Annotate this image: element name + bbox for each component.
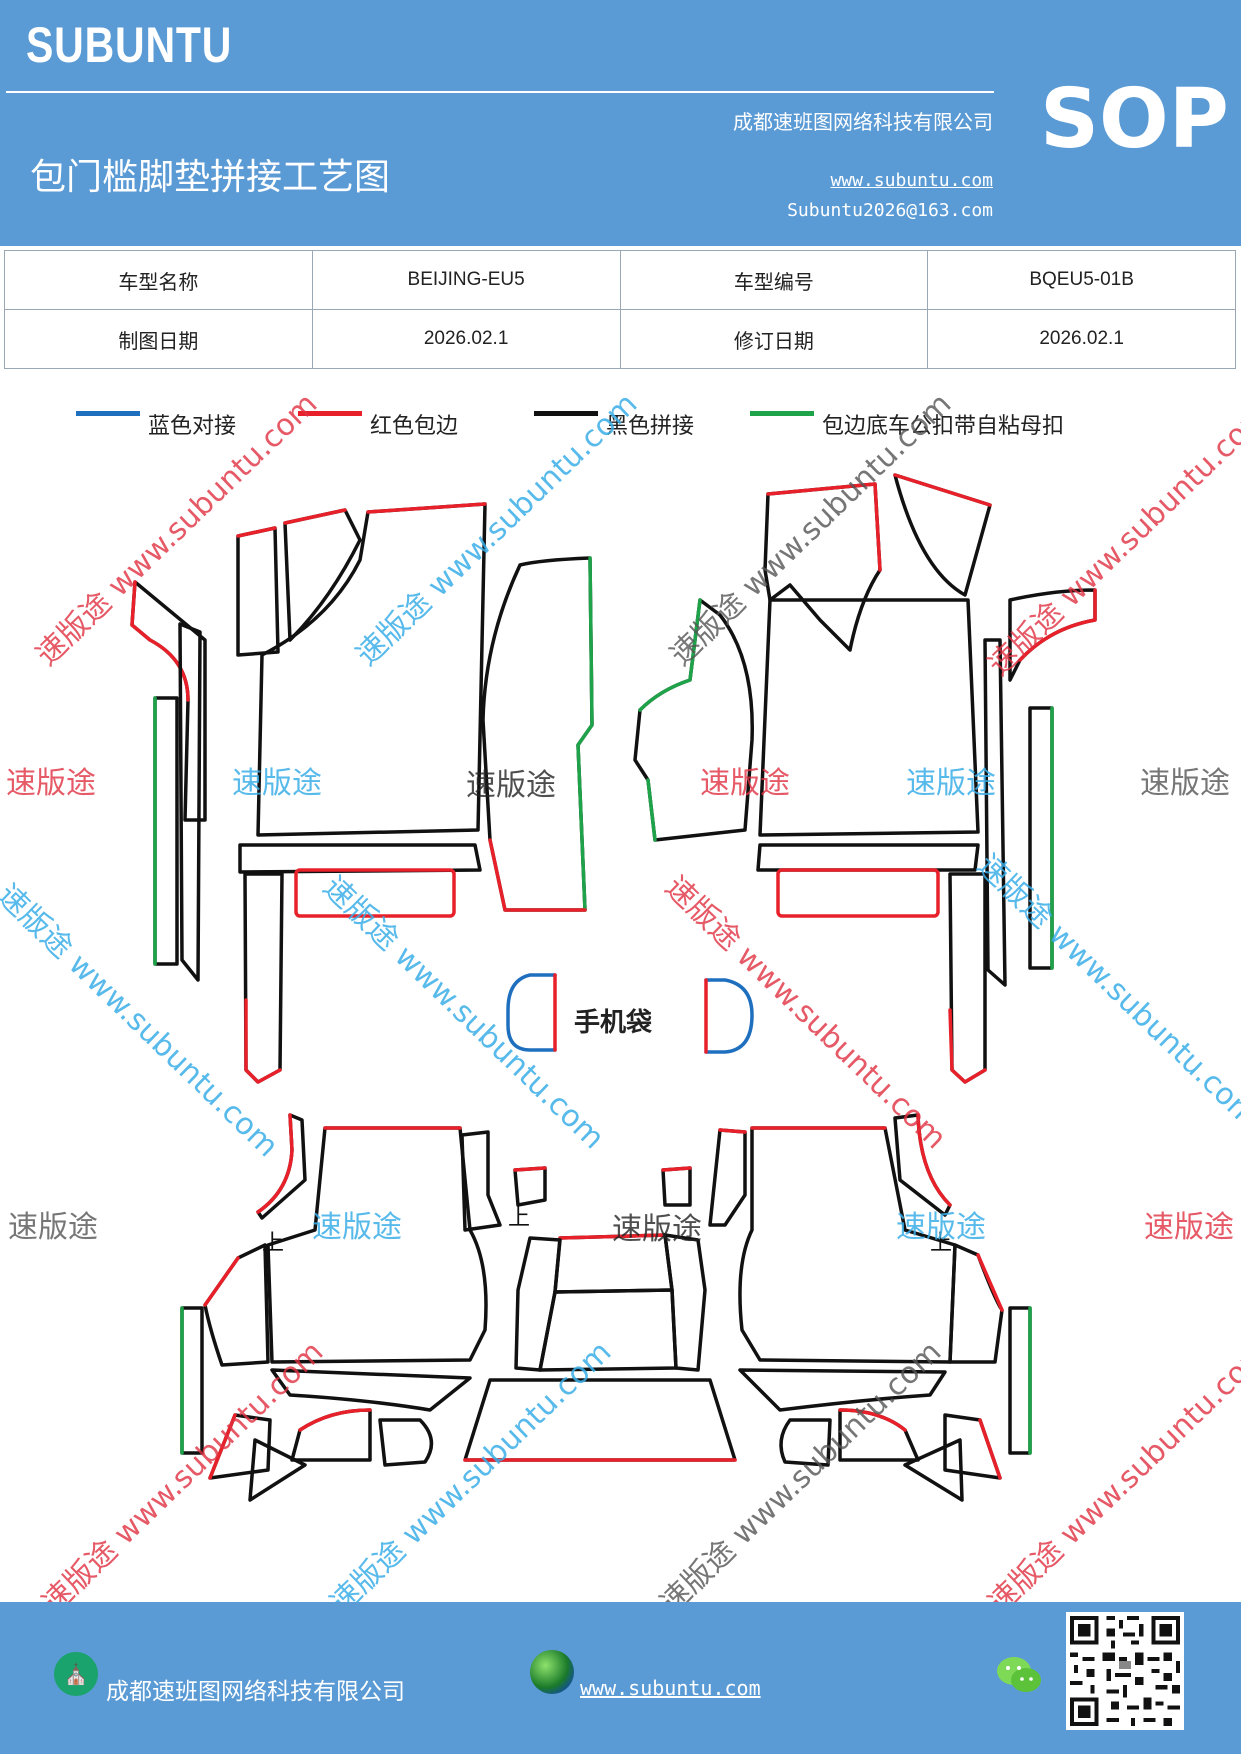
top-mark-3: 上	[930, 1231, 953, 1256]
legend-black-label: 黑色拼接	[606, 414, 695, 439]
legend-green-label: 包边底车公扣带自粘母扣	[822, 414, 1065, 439]
top-mark-2: 上	[508, 1206, 531, 1231]
header-company: 成都速班图网络科技有限公司	[733, 110, 993, 134]
watermark: 速版途	[466, 768, 556, 803]
watermark: 速版途	[612, 1212, 702, 1247]
model-code-value: BQEU5-01B	[927, 250, 1236, 310]
upper-right-mats	[633, 473, 1097, 1084]
phone-bag-label: 手机袋	[574, 1008, 653, 1038]
revise-date-label: 修订日期	[619, 309, 929, 369]
header-email[interactable]: Subuntu2026@163.com	[787, 200, 993, 221]
watermark: 速版途	[6, 766, 96, 801]
header-banner: SUBUNTU 包门槛脚垫拼接工艺图 成都速班图网络科技有限公司 www.sub…	[0, 0, 1241, 246]
lower-mats	[180, 1113, 1032, 1502]
company-icon: ⛪	[54, 1652, 98, 1696]
footer-website-link[interactable]: www.subuntu.com	[580, 1676, 761, 1700]
draw-date-label: 制图日期	[4, 309, 313, 369]
watermark: 速版途	[312, 1210, 402, 1245]
table-row: 制图日期 2026.02.1 修订日期 2026.02.1	[4, 309, 1236, 369]
header-website-link[interactable]: www.subuntu.com	[830, 170, 993, 191]
header-divider	[6, 91, 994, 93]
footer-banner: ⛪ 成都速班图网络科技有限公司 www.subuntu.com	[0, 1602, 1241, 1754]
top-mark-1: 上	[262, 1231, 285, 1256]
draw-date-value: 2026.02.1	[311, 309, 621, 369]
watermark: 速版途	[1140, 766, 1230, 801]
legend-blue-label: 蓝色对接	[148, 414, 237, 439]
legend-black-swatch	[534, 411, 598, 416]
model-name-label: 车型名称	[4, 250, 313, 310]
phone-bags	[506, 973, 754, 1054]
revise-date-value: 2026.02.1	[927, 309, 1236, 369]
watermark: 速版途	[232, 766, 322, 801]
watermark: 速版途	[906, 766, 996, 801]
wechat-icon	[997, 1657, 1041, 1692]
floor-mat-diagram	[130, 473, 1097, 1502]
legend-blue-swatch	[76, 411, 140, 416]
footer-company: 成都速班图网络科技有限公司	[106, 1679, 405, 1705]
brand-logo: SUBUNTU	[26, 17, 233, 73]
legend-green-swatch	[750, 411, 814, 416]
model-name-value: BEIJING-EU5	[311, 250, 621, 310]
qr-code[interactable]	[1066, 1612, 1184, 1730]
vehicle-info-table: 车型名称 BEIJING-EU5 车型编号 BQEU5-01B 制图日期 202…	[4, 250, 1236, 369]
legend-red-swatch	[298, 411, 362, 416]
sop-label: SOP	[1040, 72, 1229, 167]
page-title: 包门槛脚垫拼接工艺图	[30, 157, 391, 198]
table-row: 车型名称 BEIJING-EU5 车型编号 BQEU5-01B	[4, 250, 1236, 310]
model-code-label: 车型编号	[619, 250, 929, 310]
watermark: 速版途	[8, 1210, 98, 1245]
upper-left-mats	[130, 502, 594, 1084]
globe-icon	[530, 1650, 574, 1694]
watermark: 速版途	[700, 766, 790, 801]
watermark: 速版途	[896, 1210, 986, 1245]
legend-red-label: 红色包边	[370, 414, 459, 439]
watermark: 速版途	[1144, 1210, 1234, 1245]
